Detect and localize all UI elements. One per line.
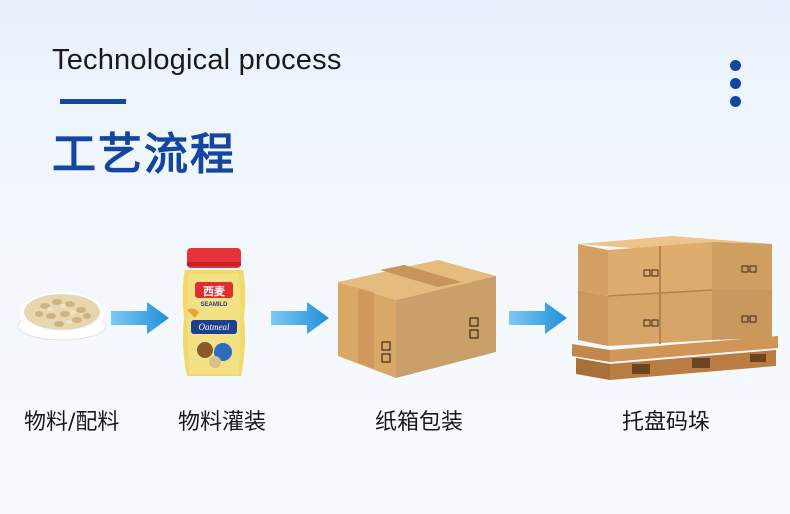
step-label-pallet: 托盘码垛 <box>622 410 711 435</box>
product-name-text: Oatmeal <box>199 322 230 332</box>
page-title-cn: 工艺流程 <box>52 129 236 180</box>
cardboard-box-icon <box>338 260 496 378</box>
step-label-filling: 物料灌装 <box>178 410 267 435</box>
oat-bowl-icon <box>17 292 107 341</box>
arrow-icon <box>271 302 329 334</box>
oatmeal-jar-icon: 西麦 SEAMILD Oatmeal <box>182 248 246 376</box>
step-label-material: 物料/配料 <box>24 410 120 435</box>
page-title-en: Technological process <box>52 44 342 76</box>
brand-en-text: SEAMILD <box>201 302 229 308</box>
arrow-icon <box>111 302 169 334</box>
step-label-carton: 纸箱包装 <box>375 410 464 435</box>
more-menu-icon[interactable] <box>729 60 743 110</box>
title-underline <box>60 99 126 104</box>
arrow-icon <box>509 302 567 334</box>
palletized-boxes-icon <box>572 236 778 380</box>
brand-cn-text: 西麦 <box>203 284 226 298</box>
